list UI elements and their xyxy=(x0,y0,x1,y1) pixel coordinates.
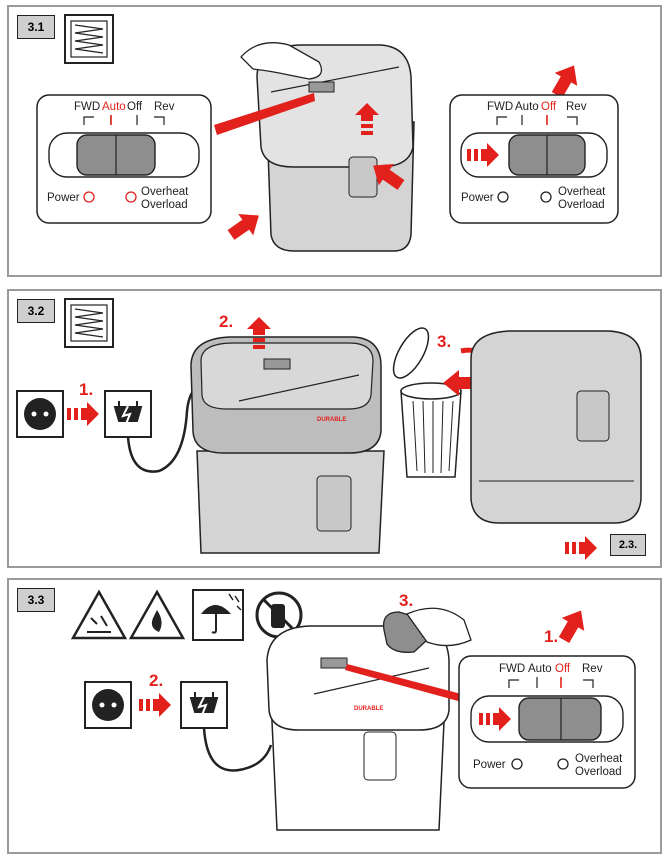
mode-fwd-label: FWD xyxy=(74,101,100,113)
waste-bin xyxy=(392,327,462,478)
arrow-plug-in xyxy=(139,693,171,717)
step-number-2: 2. xyxy=(149,671,163,690)
shredder-bin xyxy=(470,330,642,524)
brand-logo: DURABLE xyxy=(317,417,346,423)
rocker-button[interactable] xyxy=(518,697,602,741)
brand-logo: DURABLE xyxy=(354,706,383,712)
power-indicator xyxy=(497,191,509,203)
overheat-label: Overheat xyxy=(141,186,189,198)
step-panel-3-3: 3.3 2. xyxy=(7,578,662,854)
overheat-indicator xyxy=(125,191,137,203)
zoom-pointer xyxy=(214,93,315,135)
shredder-head: DURABLE xyxy=(190,336,382,454)
corrosive-warning-icon xyxy=(70,589,128,640)
mode-rev-label: Rev xyxy=(582,663,603,675)
mode-fwd-label: FWD xyxy=(499,663,525,675)
mode-off-label: Off xyxy=(555,663,571,675)
overload-label: Overload xyxy=(558,199,605,211)
power-cord xyxy=(126,384,200,473)
step-number-1: 1. xyxy=(79,380,93,399)
plug-icon xyxy=(180,681,228,729)
step-label: 3.3 xyxy=(17,588,55,612)
step-number-1: 1. xyxy=(544,627,558,646)
overheat-label: Overheat xyxy=(558,186,606,198)
mode-off-label: Off xyxy=(127,101,143,113)
mode-off-label: Off xyxy=(541,101,557,113)
arrow-unplug xyxy=(67,402,99,426)
rocker-switch-right: FWD Auto Off Rev Power Overheat Overload xyxy=(449,94,619,224)
power-label: Power xyxy=(473,759,506,771)
mode-rev-label: Rev xyxy=(566,101,587,113)
step-label: 3.2 xyxy=(17,299,55,323)
paper-shred-icon xyxy=(64,14,114,64)
step-panel-3-1: 3.1 FWD Auto Off Rev xyxy=(7,5,662,277)
wall-socket-icon xyxy=(84,681,132,729)
rocker-switch: FWD Auto Off Rev Power Overheat Overload xyxy=(458,655,636,789)
flammable-warning-icon xyxy=(128,589,186,640)
shredder-switch[interactable] xyxy=(308,81,335,93)
arrow-to-off xyxy=(552,604,593,647)
wall-socket-icon xyxy=(16,390,64,438)
zoom-pointer xyxy=(345,664,469,704)
paper-shred-icon xyxy=(64,298,114,348)
overload-label: Overload xyxy=(141,199,188,211)
mode-rev-label: Rev xyxy=(154,101,175,113)
no-aerosol-icon xyxy=(255,591,303,639)
overheat-label: Overheat xyxy=(575,753,623,765)
power-label: Power xyxy=(47,192,80,204)
overheat-indicator xyxy=(540,191,552,203)
step-label: 3.1 xyxy=(17,15,55,39)
step-number-3: 3. xyxy=(437,332,451,351)
mode-auto-label: Auto xyxy=(528,663,552,675)
rocker-switch-left: FWD Auto Off Rev Power Overheat Overload xyxy=(36,94,212,224)
overheat-indicator xyxy=(557,758,569,770)
power-indicator xyxy=(83,191,95,203)
see-step-arrow xyxy=(565,536,597,560)
mode-auto-label: Auto xyxy=(515,101,539,113)
arrow-to-bin xyxy=(223,204,267,246)
power-indicator xyxy=(511,758,523,770)
power-label: Power xyxy=(461,192,494,204)
hand xyxy=(240,42,323,80)
mode-auto-label: Auto xyxy=(102,101,126,113)
keep-dry-icon xyxy=(192,589,244,641)
hand xyxy=(406,607,472,647)
power-cord xyxy=(202,727,273,772)
overload-label: Overload xyxy=(575,766,622,778)
plug-icon xyxy=(104,390,152,438)
shredder-illustration: DURABLE xyxy=(266,625,450,831)
step-number-2: 2. xyxy=(219,312,233,331)
see-step-reference: 2.3. xyxy=(610,534,646,556)
step-number-3: 3. xyxy=(399,591,413,610)
mode-fwd-label: FWD xyxy=(487,101,513,113)
step-panel-3-2: 3.2 1. DURABLE 2. xyxy=(7,289,662,568)
shredder-illustration xyxy=(256,44,415,252)
